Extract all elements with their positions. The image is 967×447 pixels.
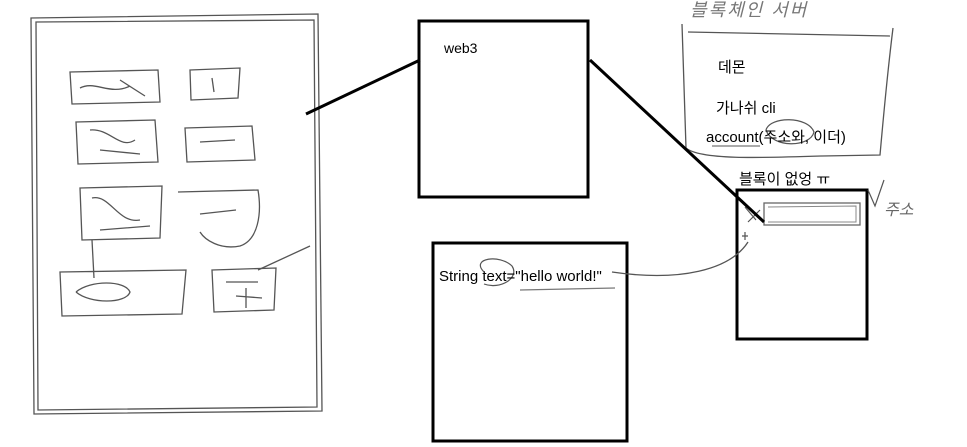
sketch-button-5 [79, 185, 163, 241]
phone-sketch [30, 13, 323, 415]
phone-outline-inner [35, 19, 318, 411]
server-line-account: account(주소와, 이더) [706, 129, 846, 146]
phone-outline [30, 13, 323, 415]
checkmark-note [867, 179, 885, 208]
sketch-button-2 [189, 67, 241, 101]
web3-to-block-line [588, 58, 766, 224]
hello-world-underline [519, 287, 616, 291]
string-code-text: String text="hello world!" [439, 268, 602, 285]
sketch-button-8 [211, 267, 277, 313]
web3-title: web3 [444, 40, 478, 56]
phone-to-web3-line [305, 58, 421, 116]
server-box [681, 23, 894, 159]
server-heading-rule [687, 31, 891, 37]
sketch-button-6 [177, 189, 261, 248]
address-note: 주소 [884, 202, 914, 219]
sketch-button-4 [184, 125, 256, 163]
cursor-mark [742, 206, 761, 240]
block-box [735, 188, 869, 341]
sketch-button-7 [59, 239, 187, 317]
block-caption: 블록이 없엉 ㅠ [739, 171, 831, 188]
string-to-block-curve [611, 241, 749, 277]
address-input-sketch [763, 202, 861, 226]
string-box [431, 241, 629, 443]
phone-to-string-line [257, 245, 311, 271]
server-line-ganache: 가나쉬 cli [716, 100, 776, 117]
web3-box [417, 19, 590, 199]
server-line-daemon: 데몬 [718, 59, 746, 76]
server-heading: 블록체인 서버 [690, 0, 809, 20]
sketch-button-1 [69, 69, 161, 105]
text-circle-scribble [479, 258, 515, 287]
account-circle [765, 119, 815, 145]
address-input-inner [767, 205, 857, 223]
sketch-button-3 [75, 119, 159, 165]
